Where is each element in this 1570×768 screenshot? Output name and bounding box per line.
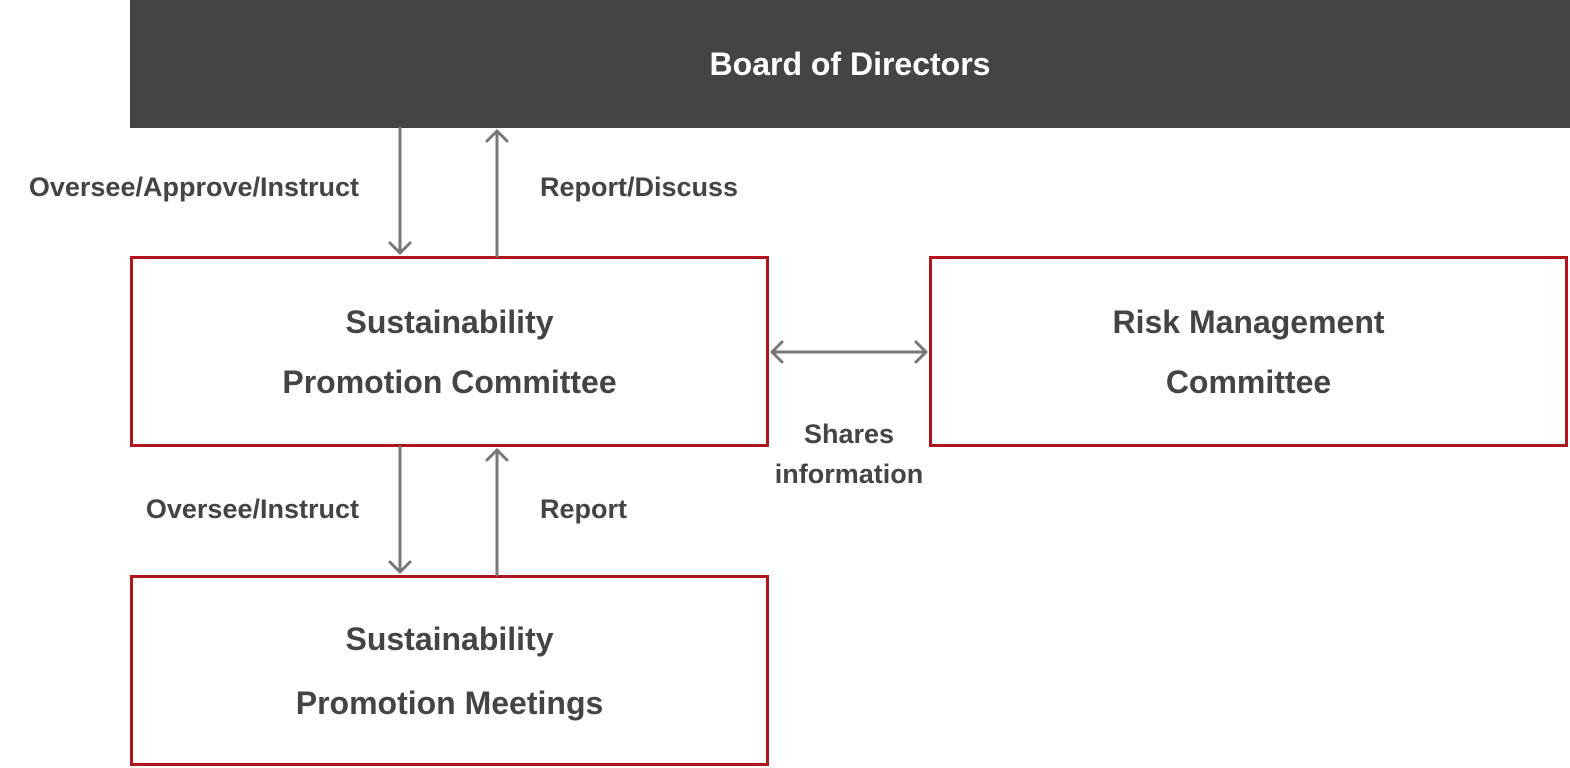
arrow-committee-risk-bidirectional — [770, 340, 928, 364]
shares-information-line2: information — [774, 459, 924, 489]
edge-label-report-discuss: Report/Discuss — [540, 172, 739, 202]
risk-committee-label-line1: Risk Management — [1112, 303, 1385, 340]
arrow-meetings-to-committee — [485, 448, 509, 577]
shares-information-line1: Shares — [803, 419, 895, 449]
edge-label-report: Report — [540, 494, 627, 524]
arrow-committee-to-board — [485, 129, 509, 258]
board-of-directors-box: Board of Directors — [130, 0, 1570, 128]
risk-committee-label-line2: Committee — [1165, 363, 1332, 400]
sustainability-meetings-label-line1: Sustainability — [345, 620, 554, 657]
sustainability-committee-label-line2: Promotion Committee — [282, 363, 617, 400]
arrow-committee-to-meetings — [388, 445, 412, 574]
sustainability-committee-label-line1: Sustainability — [345, 303, 554, 340]
sustainability-promotion-committee-box: Sustainability Promotion Committee — [130, 256, 769, 447]
sustainability-promotion-meetings-box: Sustainability Promotion Meetings — [130, 575, 769, 766]
risk-management-committee-box: Risk Management Committee — [929, 256, 1568, 447]
arrow-board-to-committee — [388, 126, 412, 255]
sustainability-meetings-label-line2: Promotion Meetings — [295, 684, 604, 721]
edge-label-oversee-approve-instruct: Oversee/Approve/Instruct — [28, 172, 359, 202]
edge-label-shares-information: Shares information — [769, 414, 929, 494]
edge-label-oversee-instruct: Oversee/Instruct — [145, 494, 359, 524]
board-of-directors-label: Board of Directors — [709, 45, 991, 82]
